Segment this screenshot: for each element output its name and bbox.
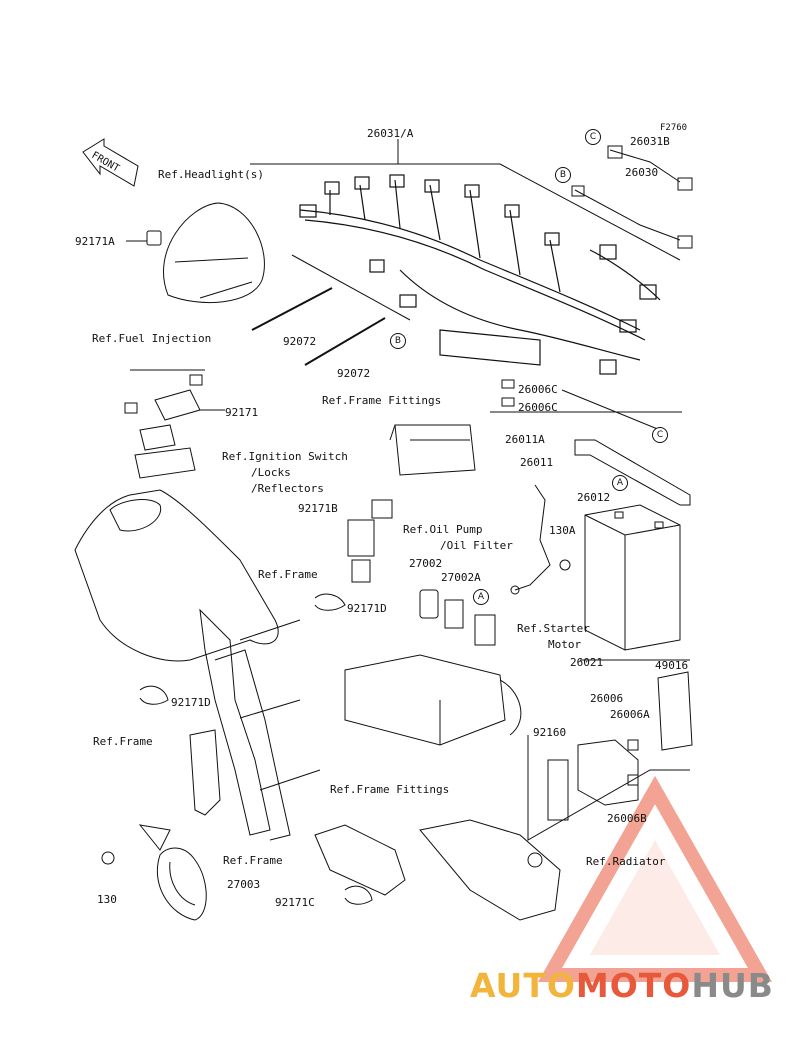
part-label: 92072 [337,367,371,380]
battery-tray [344,654,522,746]
part-label: 26006 [590,692,624,705]
part-label: 26006C [518,383,558,396]
part-label: 130A [549,524,576,537]
part-label: 27002 [409,557,443,570]
reference-label: /Reflectors [251,482,324,495]
part-label: 92072 [283,335,317,348]
reference-label: Ref.Frame Fittings [330,783,450,796]
connector-marker: C [652,427,668,443]
reference-label: Motor [548,638,582,651]
connector-marker: A [612,475,628,491]
watermark-part: HUB [691,966,774,1005]
reference-label: Ref.Fuel Injection [92,332,212,345]
reference-label: Ref.Frame [93,735,153,748]
part-label: 49016 [655,659,689,672]
part-label: 26006C [518,401,558,414]
part-label: 26031/A [367,127,414,140]
watermark-part: AUTO [470,966,576,1005]
part-label: 92171C [275,896,315,909]
connector-marker: B [555,167,571,183]
part-label: 92171 [225,406,259,419]
connector-marker: B [390,333,406,349]
reference-label: Ref.Oil Pump [403,523,483,536]
reference-label: Ref.Frame Fittings [322,394,442,407]
part-label: 92171A [75,235,115,248]
headlight-shape [163,202,265,304]
battery-shape [584,504,681,651]
main-harness [299,174,661,375]
watermark-part: MOTO [575,966,692,1005]
reference-label: Ref.Ignition Switch [222,450,348,463]
connector-marker: C [585,129,601,145]
reference-label: /Oil Filter [440,539,513,552]
reference-label: /Locks [251,466,291,479]
figure-code: F2760 [660,123,688,133]
reference-label: Ref.Radiator [586,855,666,868]
part-label: 26011A [505,433,545,446]
part-label: 92171B [298,502,338,515]
reference-label: Ref.Frame [258,568,318,581]
reference-label: Ref.Starter [517,622,590,635]
part-label: 26021 [570,656,604,669]
part-label: 92171D [171,696,211,709]
part-label: 26012 [577,491,611,504]
part-label: 26031B [630,135,670,148]
watermark-triangle [537,775,773,982]
part-label: 27002A [441,571,481,584]
part-label: 26011 [520,456,554,469]
part-label: 92171D [347,602,387,615]
part-label: 92160 [533,726,567,739]
horn-shape [156,847,207,921]
front-arrow [82,138,139,187]
watermark-text: AUTOMOTOHUB [470,966,774,1005]
reference-label: Ref.Headlight(s) [158,168,264,181]
part-label: 26030 [625,166,659,179]
reference-label: Ref.Frame [223,854,283,867]
part-label: 26006A [610,708,650,721]
part-label: 130 [97,893,117,906]
part-label: 26006B [607,812,647,825]
connector-marker: A [473,589,489,605]
frame-shape [74,489,321,841]
part-label: 27003 [227,878,261,891]
